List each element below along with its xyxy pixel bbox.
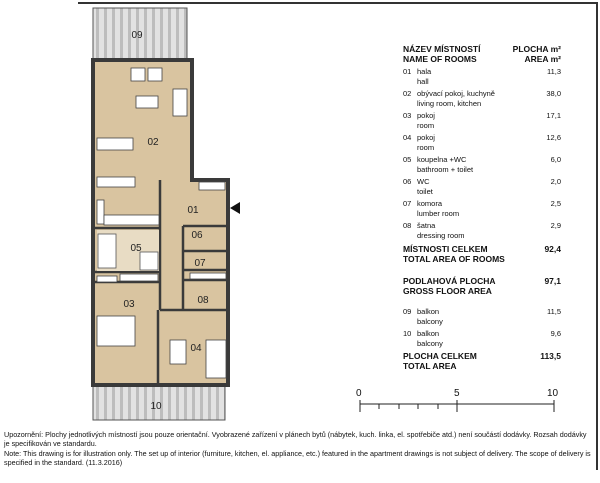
room-number: 08 (403, 221, 412, 230)
interior-walls (95, 180, 228, 385)
room-label-01: 01 (187, 205, 199, 216)
room-label-03: 03 (123, 299, 135, 310)
room-label-04: 04 (190, 343, 202, 354)
room-name-cz: pokoj (417, 133, 435, 142)
gross-en: GROSS FLOOR AREA (403, 286, 492, 296)
total-rooms-en: TOTAL AREA OF ROOMS (403, 254, 505, 264)
room-label-05: 05 (130, 243, 142, 254)
room-name-en: bathroom + toilet (417, 164, 474, 174)
room-name-cz: balkon (417, 307, 440, 316)
scale-line (359, 400, 555, 412)
furniture (96, 67, 227, 379)
room-area: 11,5 (546, 307, 561, 316)
room-number: 05 (403, 155, 412, 164)
header-name-cz: NÁZEV MÍSTNOSTÍ (403, 44, 481, 54)
scale-tick-0: 0 (356, 388, 362, 399)
scale-tick-5: 5 (454, 388, 460, 399)
room-name-cz: obývací pokoj, kuchyně (417, 89, 495, 98)
room-name-en: dressing room (417, 230, 465, 240)
scale-bar: 0 5 10 (350, 388, 570, 418)
room-area: 12,6 (546, 133, 561, 142)
header-name-en: NAME OF ROOMS (403, 54, 477, 64)
room-area: 38,0 (546, 89, 561, 98)
room-name-en: toilet (417, 186, 433, 196)
bathtub (97, 233, 117, 269)
room-number: 10 (403, 329, 412, 338)
room-area: 11,3 (546, 67, 561, 76)
floor-plan: 09 02 01 05 06 07 03 08 04 10 (91, 7, 240, 421)
note-en: Note: This drawing is for illustration o… (4, 448, 591, 467)
room-name-en: balcony (417, 316, 443, 326)
gross-cz: PODLAHOVÁ PLOCHA (403, 276, 496, 286)
room-name-cz: koupelna +WC (417, 155, 467, 164)
room-name-cz: komora (417, 199, 443, 208)
entrance-arrow-icon (230, 202, 240, 214)
balcony-10 (92, 384, 226, 421)
room-number: 06 (403, 177, 412, 186)
total-rooms-value: 92,4 (544, 244, 561, 254)
gross-value: 97,1 (544, 276, 561, 286)
room-label-02: 02 (147, 137, 159, 148)
room-area: 2,0 (550, 177, 561, 186)
right-border (596, 2, 598, 470)
total-rooms-cz: MÍSTNOSTI CELKEM (403, 244, 488, 254)
total-en: TOTAL AREA (403, 361, 457, 371)
room-name-en: balcony (417, 338, 443, 348)
room-number: 01 (403, 67, 412, 76)
room-number: 07 (403, 199, 412, 208)
room-number: 09 (403, 307, 412, 316)
room-name-cz: WC (417, 177, 430, 186)
note-cz: Upozornění: Plochy jednotlivých místnost… (4, 430, 587, 449)
room-label-07: 07 (194, 258, 206, 269)
shower (139, 251, 159, 271)
room-number: 04 (403, 133, 412, 142)
room-name-en: hall (417, 76, 429, 86)
room-name-en: room (417, 120, 435, 130)
total-value: 113,5 (540, 351, 561, 361)
room-name-en: living room, kitchen (417, 98, 482, 108)
header-area-cz: PLOCHA m² (512, 44, 561, 54)
room-label-10: 10 (150, 401, 162, 412)
top-border (78, 2, 598, 4)
room-area: 2,5 (550, 199, 561, 208)
room-name-en: room (417, 142, 435, 152)
room-label-09: 09 (131, 30, 143, 41)
room-label-06: 06 (191, 230, 203, 241)
room-name-cz: pokoj (417, 111, 435, 120)
disclaimer-note: Upozornění: Plochy jednotlivých místnost… (4, 430, 594, 467)
room-label-08: 08 (197, 295, 209, 306)
room-name-cz: balkon (417, 329, 440, 338)
room-area: 17,1 (546, 111, 561, 120)
header-area-en: AREA m² (524, 54, 561, 64)
room-name-en: lumber room (417, 208, 460, 218)
room-area: 9,6 (550, 329, 561, 338)
scale-tick-10: 10 (547, 388, 559, 399)
room-name-cz: šatna (417, 221, 436, 230)
room-number: 03 (403, 111, 412, 120)
room-area: 2,9 (550, 221, 561, 230)
room-name-cz: hala (417, 67, 432, 76)
room-area: 6,0 (550, 155, 561, 164)
total-cz: PLOCHA CELKEM (403, 351, 477, 361)
room-number: 02 (403, 89, 412, 98)
